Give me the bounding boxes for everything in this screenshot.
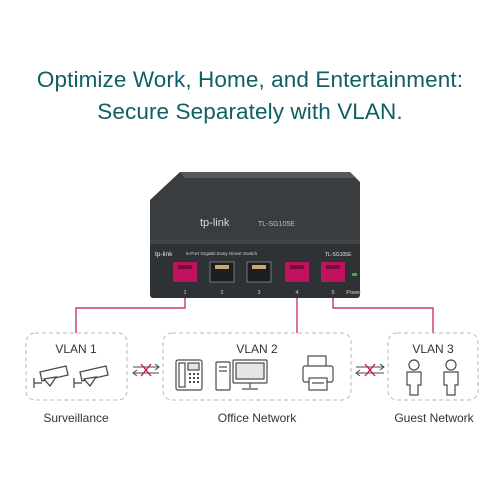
port-1 <box>173 262 197 282</box>
vlan2-label: VLAN 2 <box>236 342 278 356</box>
port-label-4: 4 <box>295 290 298 296</box>
port-label-2: 2 <box>220 290 223 296</box>
port-2 <box>209 261 235 283</box>
camera-icon <box>73 365 109 388</box>
person-icon <box>443 359 459 396</box>
port-label-5: 5 <box>331 290 334 296</box>
port-5 <box>321 262 345 282</box>
vlan1-label: VLAN 1 <box>55 342 97 356</box>
printer-icon <box>302 355 334 391</box>
headline-line-2: Secure Separately with VLAN. <box>97 99 403 124</box>
port-3 <box>246 261 272 283</box>
headline-line-1: Optimize Work, Home, and Entertainment: <box>36 67 464 92</box>
vlan3-box <box>387 332 479 401</box>
brand-logo-top: tp-link <box>200 217 230 229</box>
port-label-3: 3 <box>257 290 260 296</box>
port-label-1: 1 <box>183 290 186 296</box>
power-label: Power <box>346 290 362 296</box>
vlan1-caption: Surveillance <box>43 411 109 425</box>
vlan2-box <box>162 332 352 401</box>
camera-icon <box>33 365 69 388</box>
person-icon <box>406 359 422 396</box>
desktop-computer-icon <box>215 359 268 391</box>
headline: Optimize Work, Home, and Entertainment: … <box>0 64 500 128</box>
phone-icon <box>175 359 203 391</box>
vlan1-box <box>25 332 128 401</box>
switch-device: tp-link TL-SG105E tp-link 5-Port Gigabit… <box>150 172 362 298</box>
device-description: 5-Port Gigabit Easy Smart Switch <box>186 251 258 257</box>
brand-logo-front: tp-link <box>155 251 173 258</box>
blocked-arrows-icon <box>355 363 385 377</box>
vlan3-label: VLAN 3 <box>412 342 454 356</box>
vlan3-caption: Guest Network <box>394 411 474 425</box>
port-4 <box>285 262 309 282</box>
blocked-arrows-icon <box>132 363 160 377</box>
power-led <box>352 273 357 276</box>
vlan2-caption: Office Network <box>218 411 297 425</box>
model-label-front: TL-SG105E <box>325 252 352 258</box>
model-label-top: TL-SG105E <box>258 221 295 228</box>
switch-top-panel <box>150 172 360 240</box>
